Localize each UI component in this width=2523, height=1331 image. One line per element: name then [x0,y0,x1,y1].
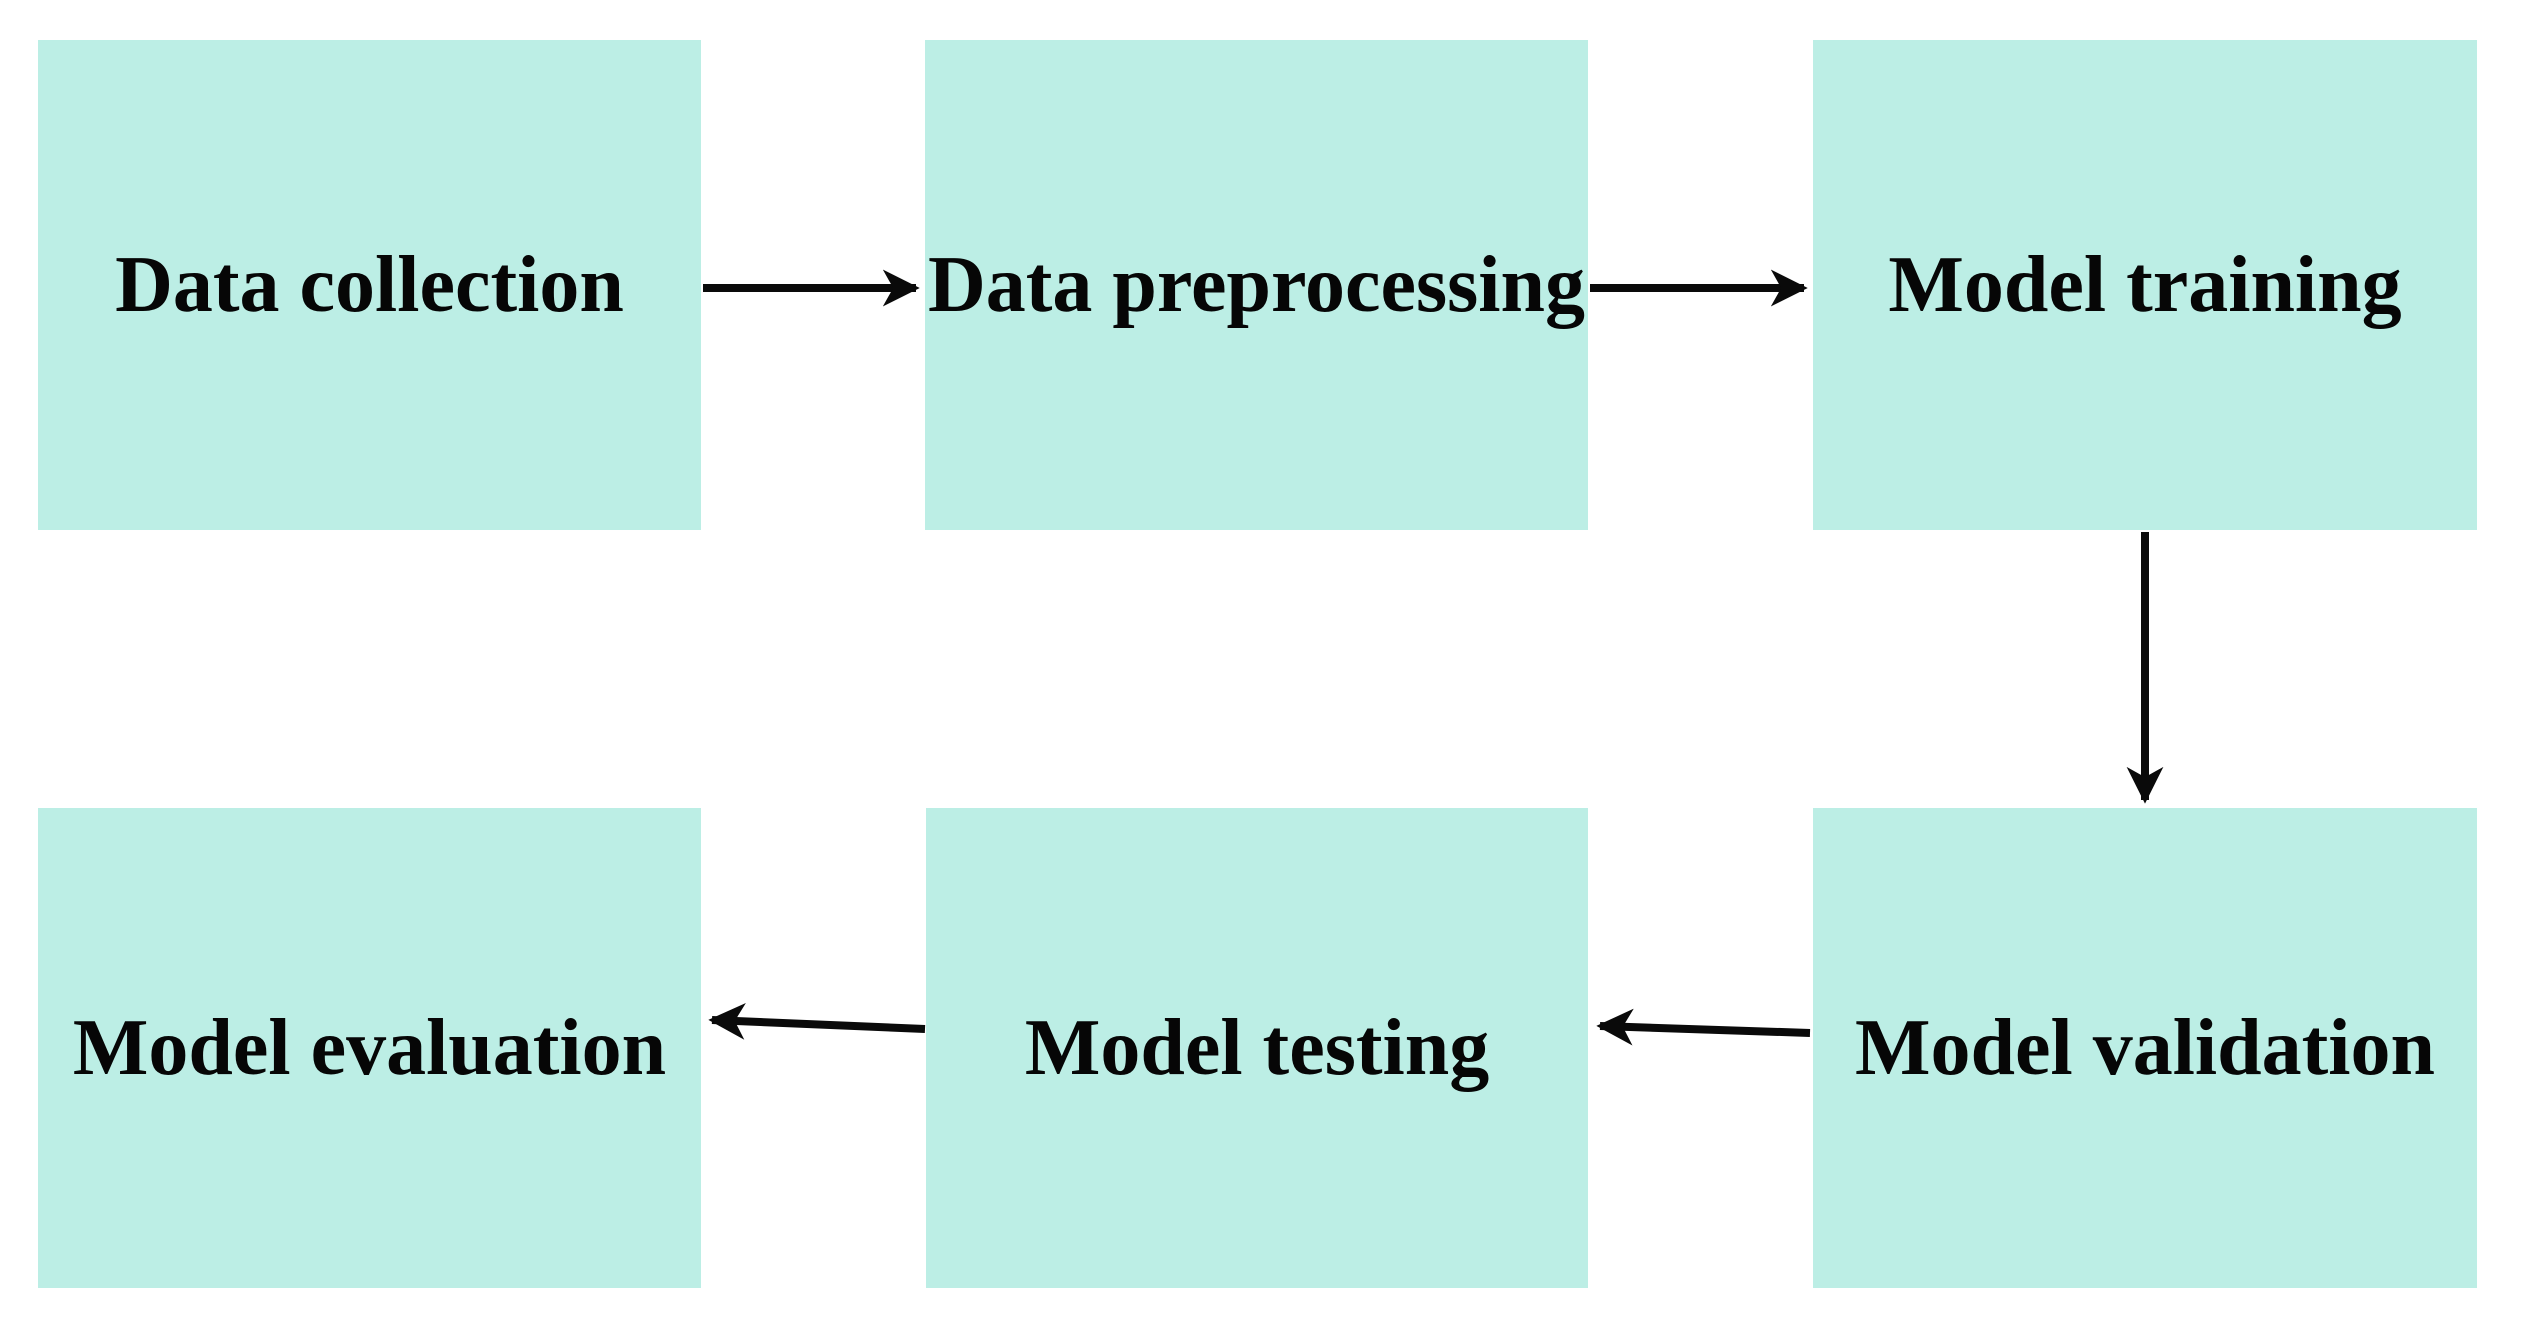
node-data-preprocessing-label: Data preprocessing [927,241,1586,329]
arrow-model-testing-to-model-evaluation [708,1003,926,1040]
arrow-model-validation-to-model-testing [1596,1008,1811,1046]
node-model-validation: Model validation [1813,808,2477,1288]
node-model-validation-label: Model validation [1854,1004,2436,1092]
node-model-testing-label: Model testing [1024,1004,1490,1092]
node-data-collection: Data collection [38,40,701,530]
node-data-preprocessing: Data preprocessing [925,40,1588,530]
node-data-collection-label: Data collection [115,241,624,329]
node-model-evaluation: Model evaluation [38,808,701,1288]
node-model-training: Model training [1813,40,2477,530]
node-model-evaluation-label: Model evaluation [72,1004,667,1092]
node-model-testing: Model testing [926,808,1588,1288]
node-model-training-label: Model training [1888,241,2402,329]
